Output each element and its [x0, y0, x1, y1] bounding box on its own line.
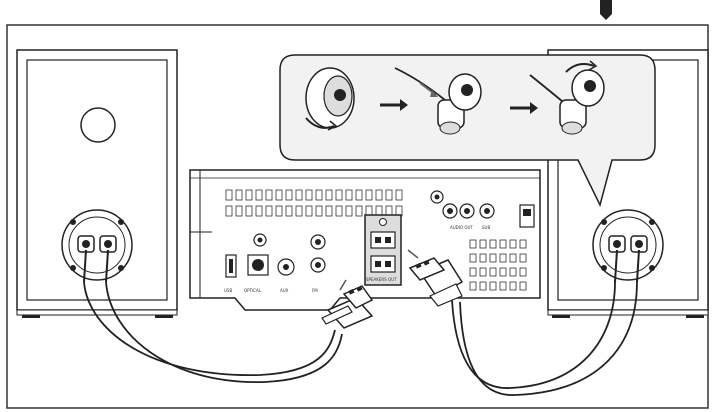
right-arrow-icon	[510, 102, 538, 114]
step-1-unscrew-terminal	[305, 67, 355, 131]
subwoofer-label: SUB	[482, 225, 490, 230]
step-2-insert-wire	[394, 67, 482, 135]
audio-out-label: AUDIO OUT	[450, 225, 473, 230]
left-terminal-minus	[99, 235, 117, 253]
usb-label: USB	[224, 288, 232, 293]
left-speaker-plug	[321, 279, 374, 329]
optical-port: OPTICAL	[244, 233, 269, 293]
left-speaker-port	[80, 107, 116, 143]
right-speaker-plug	[407, 249, 464, 307]
right-terminal-minus	[630, 235, 648, 253]
aux-label: AUX	[280, 288, 289, 293]
selector-switch	[519, 204, 535, 228]
step-3-tighten-terminal	[529, 60, 605, 135]
callout-bubble	[279, 54, 656, 208]
aux-port: AUX	[277, 258, 295, 293]
audio-out-rca: AUDIO OUT SUB	[430, 190, 495, 230]
usb-port: USB	[224, 254, 237, 293]
speakers-out-jacks: SPEAKERS OUT	[364, 214, 402, 286]
vent-grille-right	[469, 239, 527, 291]
vent-grille-top	[225, 189, 403, 217]
right-arrow-icon	[380, 99, 408, 111]
speakers-out-label: SPEAKERS OUT	[366, 277, 397, 282]
left-speaker	[16, 49, 178, 318]
left-terminal-plus	[77, 235, 95, 253]
fm-antenna-terminals: FM	[310, 234, 326, 293]
cropped-heading-fragment	[600, 0, 612, 20]
speaker-cables	[83, 281, 638, 396]
fm-label: FM	[312, 288, 318, 293]
right-terminal-plus	[608, 235, 626, 253]
optical-label: OPTICAL	[244, 288, 262, 293]
